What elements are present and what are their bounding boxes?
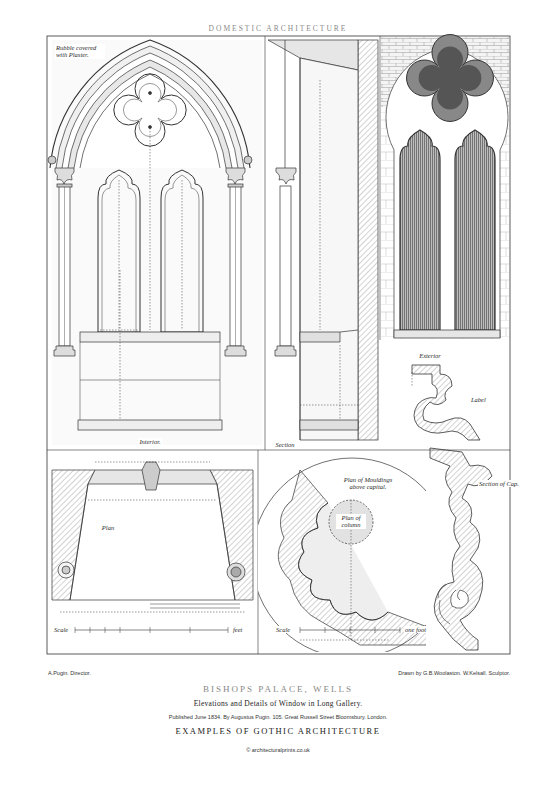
credit-note: A.Pugin. Director. — [48, 670, 91, 676]
scale-label: Scale — [275, 626, 291, 633]
plate-caption: Elevations and Details of Window in Long… — [194, 700, 363, 709]
view-label: Exterior — [418, 352, 442, 359]
part-label: Plan of column — [336, 514, 366, 529]
part-label: Label — [470, 396, 487, 403]
scale-unit: one foot — [404, 626, 427, 633]
scale-unit: feet — [232, 626, 243, 633]
credit-note: Drawn by G.B.Woolaston. W.Kelsall. Sculp… — [398, 670, 510, 676]
view-label: Section — [274, 441, 295, 448]
plate-title: BISHOPS PALACE, WELLS — [203, 684, 353, 694]
view-label: Plan — [101, 524, 115, 531]
publication-note: Published June 1834. By Augustus Pugin. … — [169, 714, 388, 720]
copyright-note: © architecturalprints.co.uk — [246, 747, 310, 753]
scale-label: Scale — [53, 626, 69, 633]
view-label: Interior. — [138, 438, 161, 445]
series-title: EXAMPLES OF GOTHIC ARCHITECTURE — [176, 727, 381, 737]
view-label: Plan of Mouldings above capital. — [338, 476, 398, 491]
view-label: Section of Cap. — [478, 480, 520, 487]
material-note: Rubble covered with Plaster. — [55, 44, 105, 59]
sheet-header: DOMESTIC ARCHITECTURE — [209, 25, 348, 34]
